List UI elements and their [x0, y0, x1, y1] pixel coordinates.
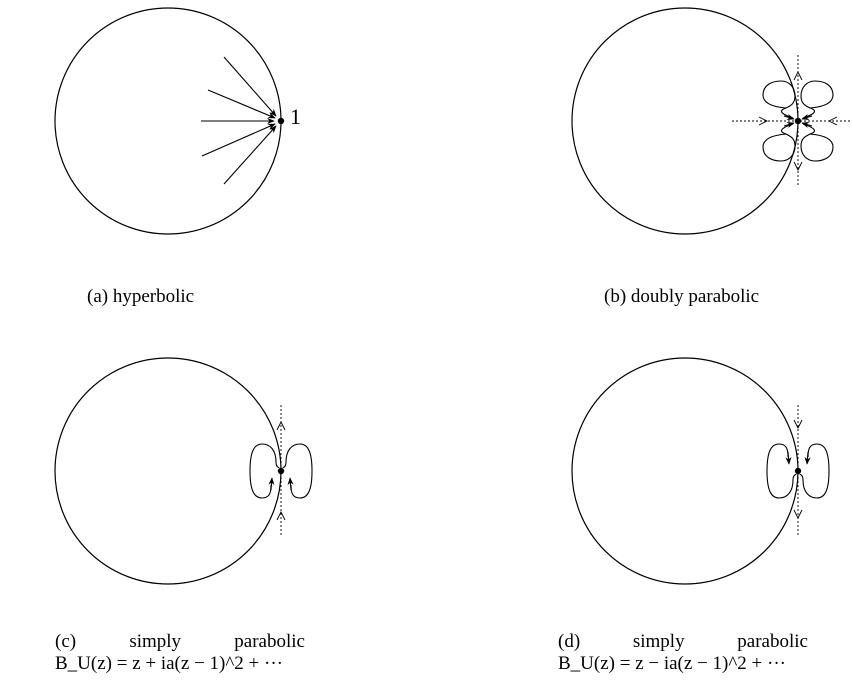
- open-arrow-c-upper: [276, 420, 286, 431]
- fixed-point-d: [794, 467, 802, 475]
- caption-d-word2: parabolic: [737, 631, 808, 652]
- panel-b: [571, 7, 852, 235]
- caption-d-tag: (d): [558, 631, 581, 652]
- caption-c-word1: simply: [129, 631, 182, 652]
- fixed-point-c: [277, 467, 285, 475]
- loop-c-right: [282, 443, 313, 499]
- petal-b-upper-right: [800, 80, 834, 119]
- open-arrow-d-lower: [793, 509, 803, 520]
- caption-a: (a) hyperbolic: [87, 286, 195, 307]
- caption-c-line1: (c) simply parabolic: [55, 631, 305, 653]
- flow-arrow-a-1: [223, 56, 277, 117]
- attract-arrow-d-right: [804, 451, 811, 465]
- panel-c: [54, 357, 313, 585]
- attract-arrow-b-1: [783, 114, 795, 120]
- caption-c-tag: (c): [55, 631, 77, 652]
- caption-d-line1: (d) simply parabolic: [558, 631, 808, 653]
- caption-c: (c) simply parabolic B_U(z) = z + ia(z −…: [55, 631, 315, 675]
- fixed-point-b: [794, 117, 802, 125]
- loop-d-right: [799, 443, 830, 499]
- open-arrow-b-up: [793, 70, 803, 81]
- fixed-point-a: [277, 117, 285, 125]
- attract-arrow-c-left: [268, 477, 275, 491]
- open-arrow-d-upper: [793, 419, 803, 430]
- panel-d: [571, 357, 830, 585]
- attract-arrow-b-2: [801, 114, 813, 120]
- caption-d-word1: simply: [632, 631, 685, 652]
- petal-b-upper-left: [762, 80, 796, 119]
- caption-d-formula: B_U(z) = z − ia(z − 1)^2 + ···: [558, 653, 786, 674]
- open-arrow-b-down: [793, 161, 803, 172]
- unit-circle-d: [571, 357, 799, 585]
- flow-arrow-a-5: [223, 125, 277, 185]
- caption-c-word2: parabolic: [234, 631, 305, 652]
- attract-arrow-d-left: [785, 451, 792, 465]
- open-arrow-b-right: [827, 116, 838, 126]
- petal-b-lower-right: [800, 123, 834, 162]
- panel-a: [54, 7, 285, 235]
- unit-circle-c: [54, 357, 282, 585]
- open-arrow-c-lower: [276, 510, 286, 521]
- fixed-point-label: 1: [290, 104, 301, 129]
- loop-d-left: [766, 443, 797, 499]
- open-arrow-b-left: [758, 116, 769, 126]
- flow-arrow-a-2: [207, 89, 276, 119]
- caption-b: (b) doubly parabolic: [604, 286, 760, 307]
- flow-arrow-a-4: [201, 123, 276, 157]
- attract-arrow-b-4: [801, 122, 813, 128]
- caption-d: (d) simply parabolic B_U(z) = z − ia(z −…: [558, 631, 818, 675]
- caption-c-formula: B_U(z) = z + ia(z − 1)^2 + ···: [55, 653, 283, 674]
- loop-c-left: [249, 443, 280, 499]
- petal-b-lower-left: [762, 123, 796, 162]
- attract-arrow-b-3: [783, 122, 795, 128]
- attract-arrow-c-right: [287, 477, 294, 491]
